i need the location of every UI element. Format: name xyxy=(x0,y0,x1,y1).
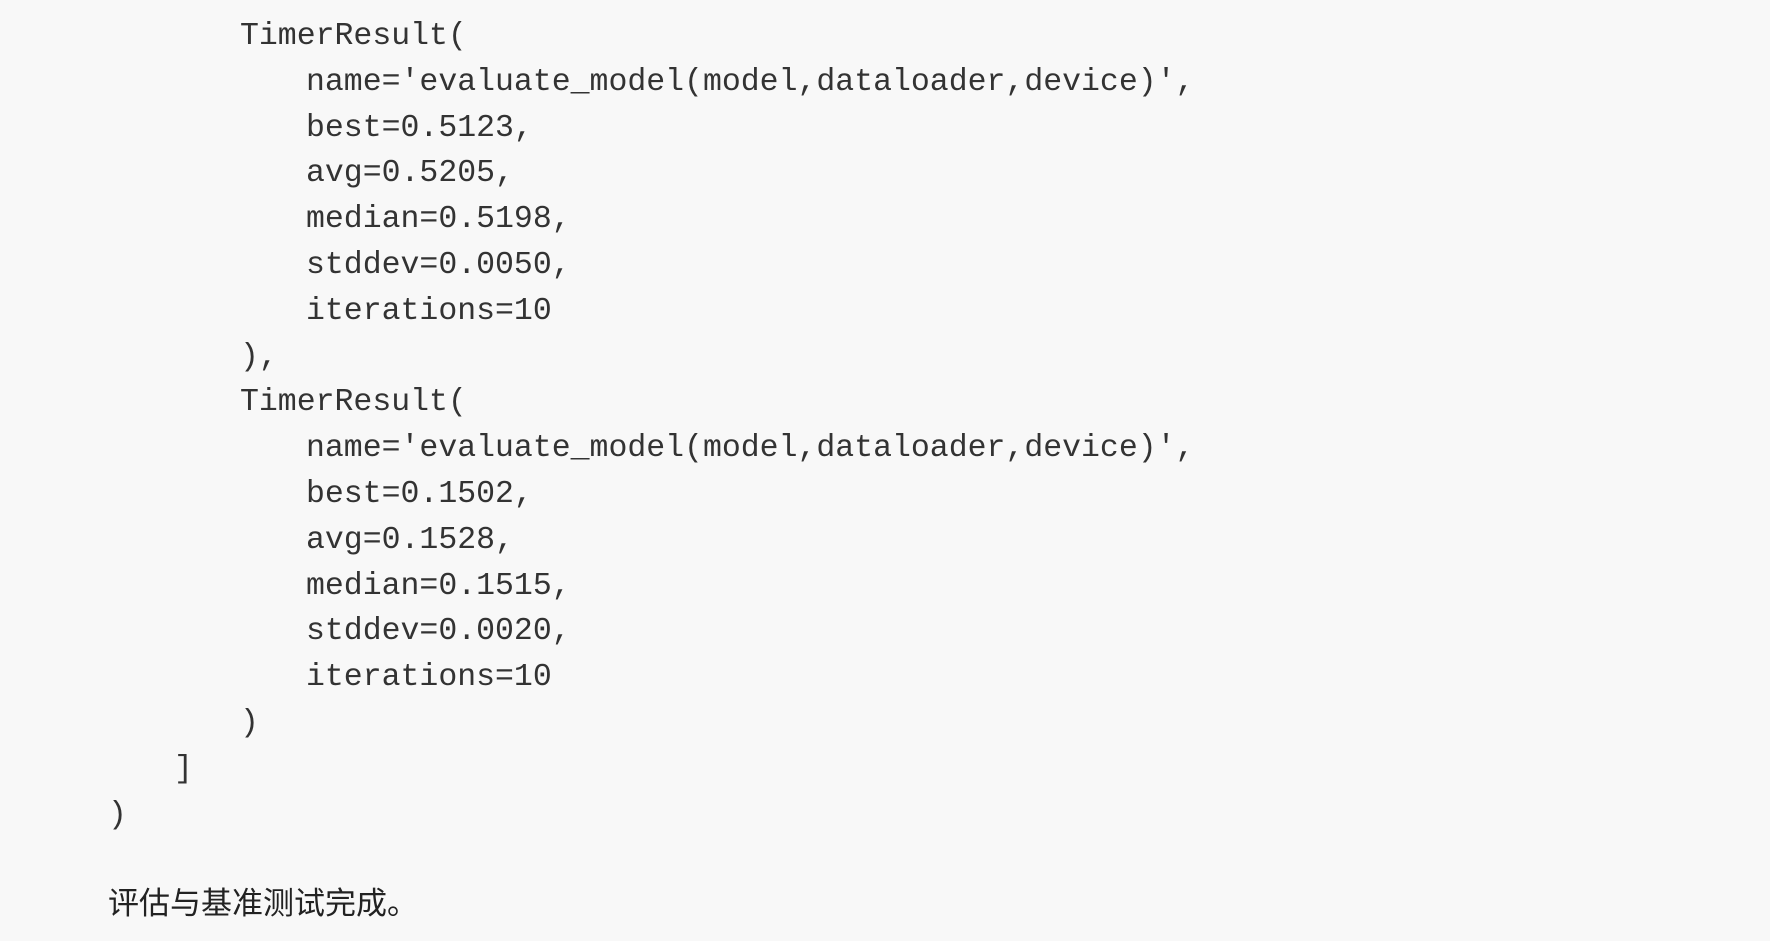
code-line: ), xyxy=(0,335,1770,381)
code-line-text: best=0.1502, xyxy=(306,476,533,512)
code-line: ] xyxy=(0,747,1770,793)
code-line-text: ), xyxy=(240,339,278,375)
code-line: best=0.5123, xyxy=(0,106,1770,152)
code-line-text: name='evaluate_model(model,dataloader,de… xyxy=(306,64,1195,100)
code-line-text: avg=0.5205, xyxy=(306,156,514,192)
summary-text: 评估与基准测试完成。 xyxy=(108,886,418,922)
code-line: avg=0.1528, xyxy=(0,518,1770,564)
code-line-text: median=0.1515, xyxy=(306,568,571,604)
code-line: ) xyxy=(0,701,1770,747)
code-line-text: best=0.5123, xyxy=(306,110,533,146)
code-line: median=0.5198, xyxy=(0,197,1770,243)
code-line-text: ) xyxy=(240,705,259,741)
code-line-text: median=0.5198, xyxy=(306,202,571,238)
code-line: iterations=10 xyxy=(0,289,1770,335)
code-line: name='evaluate_model(model,dataloader,de… xyxy=(0,60,1770,106)
code-line: iterations=10 xyxy=(0,655,1770,701)
code-output-block: TimerResult( name='evaluate_model(model,… xyxy=(0,14,1770,838)
code-line: avg=0.5205, xyxy=(0,151,1770,197)
code-line: name='evaluate_model(model,dataloader,de… xyxy=(0,426,1770,472)
code-line: ) xyxy=(0,793,1770,839)
code-line-text: ) xyxy=(108,797,127,833)
code-line: stddev=0.0050, xyxy=(0,243,1770,289)
code-line-text: iterations=10 xyxy=(306,293,552,329)
code-line-text: TimerResult( xyxy=(240,19,467,54)
code-line: TimerResult( xyxy=(0,380,1770,426)
code-line-text: avg=0.1528, xyxy=(306,522,514,558)
code-line: median=0.1515, xyxy=(0,564,1770,610)
code-line: best=0.1502, xyxy=(0,472,1770,518)
code-line-text: stddev=0.0050, xyxy=(306,247,571,283)
code-line: stddev=0.0020, xyxy=(0,609,1770,655)
code-line-text: TimerResult( xyxy=(240,385,467,421)
code-line-text: stddev=0.0020, xyxy=(306,614,571,650)
code-line: TimerResult( xyxy=(0,14,1770,60)
code-line-text: ] xyxy=(174,751,193,787)
code-line-text: iterations=10 xyxy=(306,660,552,696)
code-line-text: name='evaluate_model(model,dataloader,de… xyxy=(306,431,1195,467)
